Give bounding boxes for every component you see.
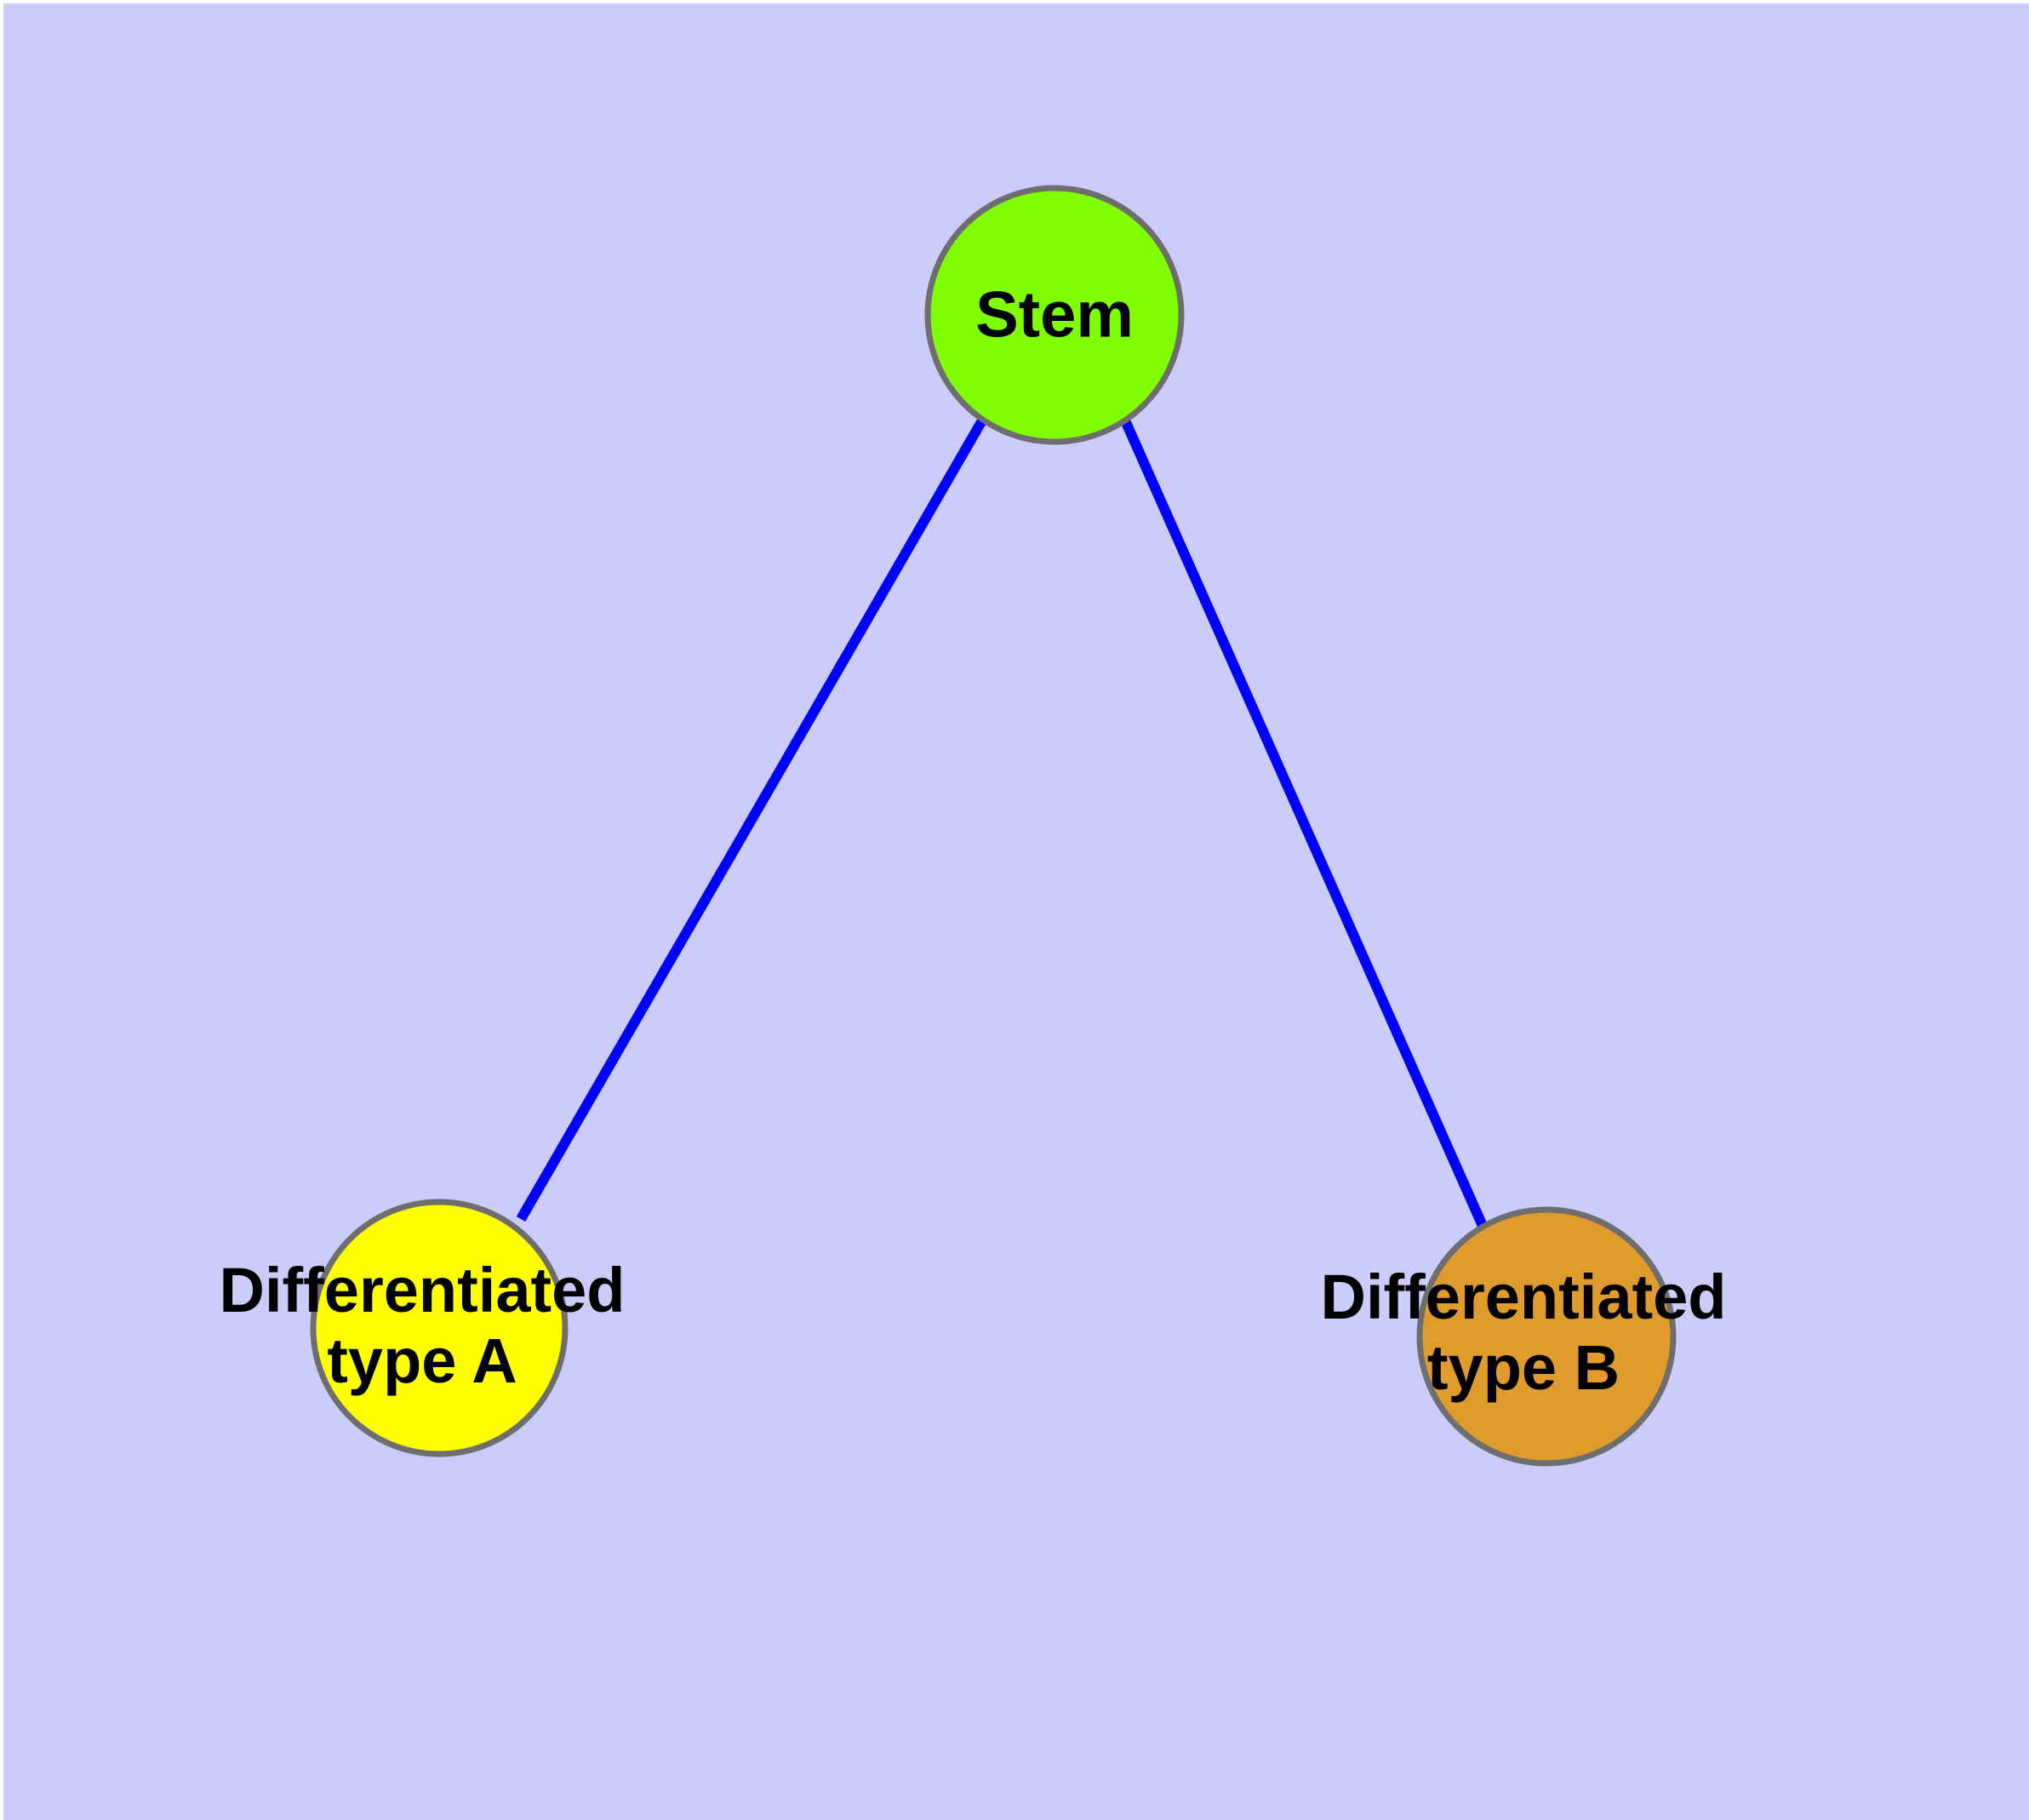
edge-stem-to-diff_b[interactable] bbox=[1120, 418, 1488, 1228]
edges-group bbox=[516, 417, 1488, 1228]
node-diff_b[interactable] bbox=[1416, 1206, 1677, 1467]
edge-stem-to-diff_a[interactable] bbox=[516, 417, 987, 1222]
nodes-group bbox=[310, 185, 1677, 1467]
node-diff_a[interactable] bbox=[310, 1199, 569, 1457]
node-stem[interactable] bbox=[924, 185, 1185, 445]
